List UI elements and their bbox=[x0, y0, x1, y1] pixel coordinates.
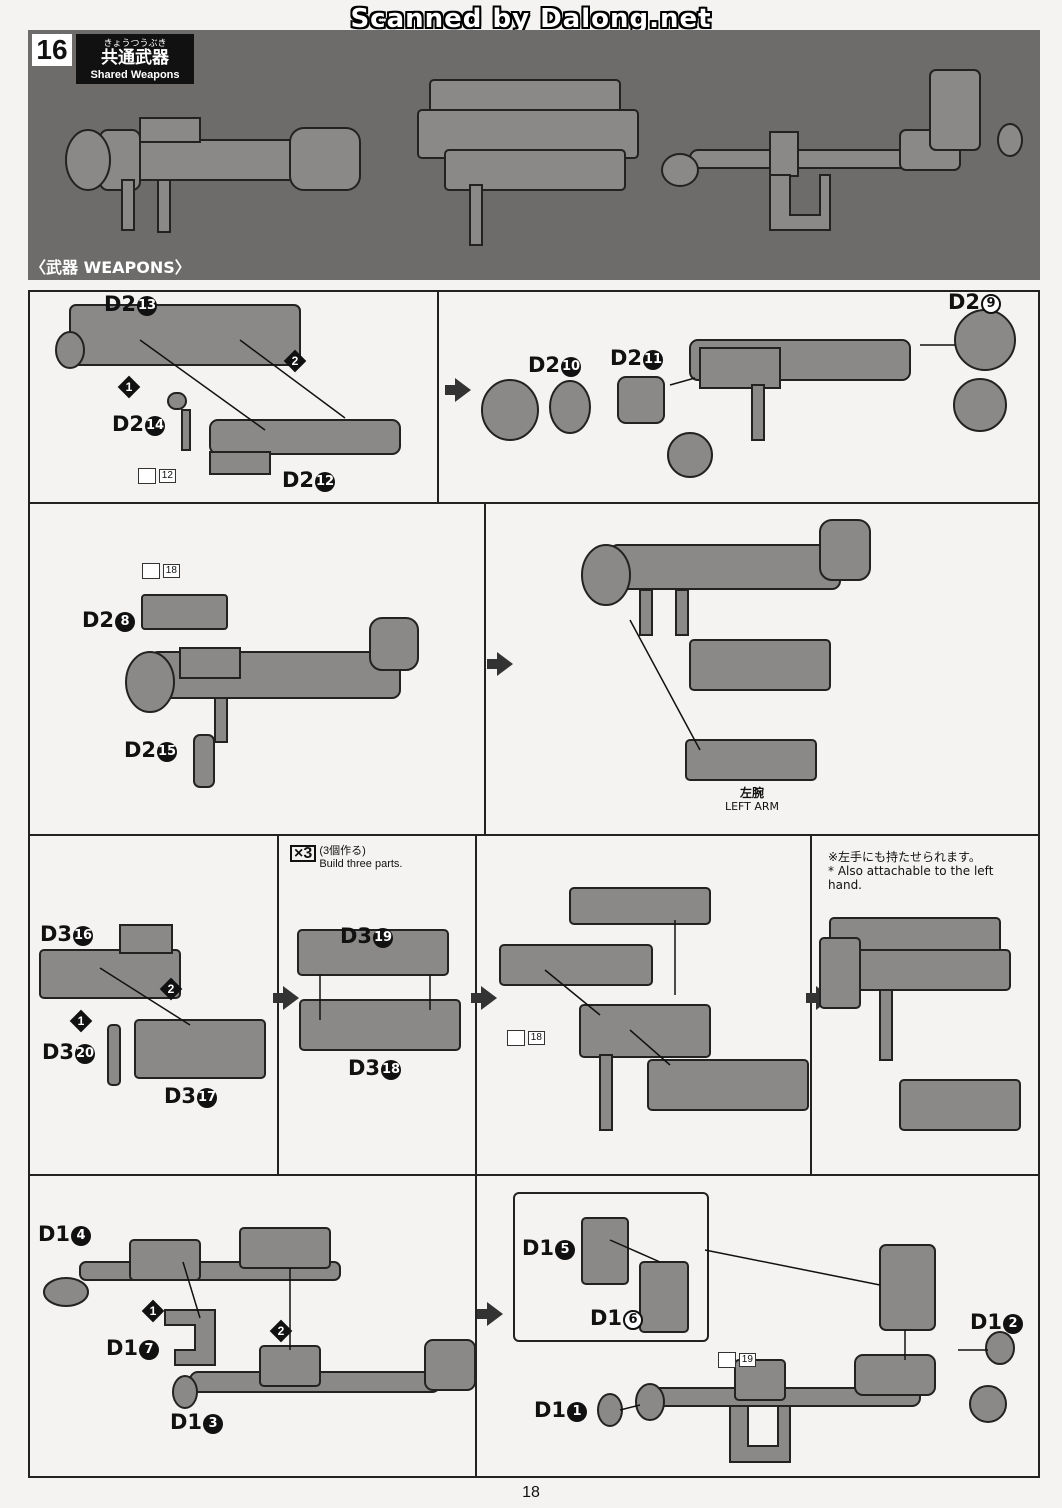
panel2-flow-arrow bbox=[487, 652, 513, 676]
build-en: Build three parts. bbox=[319, 858, 403, 870]
panel3-divider-3 bbox=[810, 834, 812, 1174]
sticker-ref-18-panel2: 18 bbox=[142, 563, 180, 579]
sticker-icon bbox=[718, 1352, 736, 1368]
title-ruby: きょうつうぶき bbox=[103, 38, 167, 48]
panel3-divider-1 bbox=[277, 834, 279, 1174]
scan-credit: Scanned by Dalong.net bbox=[350, 4, 712, 34]
weapons-section-label: 〈武器 WEAPONS〉 bbox=[30, 258, 191, 277]
panel3-flow-arrow-2 bbox=[471, 986, 497, 1010]
left-arm-label: 左腕 LEFT ARM bbox=[720, 786, 784, 814]
step-marker-1-panel4: 1 bbox=[141, 1299, 165, 1323]
left-arm-en: LEFT ARM bbox=[724, 800, 780, 813]
panel3-flow-arrow-1 bbox=[273, 986, 299, 1010]
panel2-divider bbox=[484, 502, 486, 834]
sticker-icon bbox=[507, 1030, 525, 1046]
panel3-divider-2 bbox=[475, 834, 477, 1174]
step-marker-2-panel4: 2 bbox=[269, 1319, 293, 1343]
sticker-ref-19: 19 bbox=[718, 1352, 756, 1368]
left-hand-note: ※左手にも持たせられます。 * Also attachable to the l… bbox=[828, 850, 1028, 892]
build-jp: (3個作る) bbox=[319, 845, 366, 857]
missile-launcher-illustration bbox=[417, 79, 639, 246]
times-three-badge: ×3 bbox=[290, 845, 317, 862]
panel-rifle-assembly bbox=[28, 1174, 1040, 1478]
beam-rifle-illustration bbox=[661, 69, 1023, 231]
panel4-divider bbox=[475, 1174, 477, 1476]
page-number: 18 bbox=[522, 1484, 540, 1501]
panel1-divider bbox=[437, 290, 439, 502]
sticker-ref-18-panel3: 18 bbox=[507, 1030, 545, 1046]
left-arm-jp: 左腕 bbox=[739, 786, 764, 800]
rifle-detail-inset bbox=[513, 1192, 709, 1342]
sticker-ref-12: 12 bbox=[138, 468, 176, 484]
panel1-illustration bbox=[55, 304, 1016, 478]
sticker-icon bbox=[138, 468, 156, 484]
title-jp: 共通武器 bbox=[101, 48, 169, 68]
panel4-flow-arrow bbox=[477, 1302, 503, 1326]
bazooka-illustration bbox=[65, 117, 361, 233]
left-hand-note-en: * Also attachable to the left hand. bbox=[828, 864, 994, 892]
panel2-illustration bbox=[125, 519, 871, 788]
step-title: きょうつうぶき 共通武器 Shared Weapons bbox=[76, 34, 194, 84]
left-hand-note-jp: ※左手にも持たせられます。 bbox=[828, 850, 981, 864]
sticker-icon bbox=[142, 563, 160, 579]
weapons-overview-illustration bbox=[65, 69, 1023, 246]
build-three-note: ×3 (3個作る) Build three parts. bbox=[290, 845, 402, 871]
panel3-illustration bbox=[39, 887, 1021, 1131]
step-number: 16 bbox=[32, 34, 72, 66]
title-en: Shared Weapons bbox=[90, 69, 180, 81]
panel1-flow-arrow bbox=[445, 378, 471, 402]
